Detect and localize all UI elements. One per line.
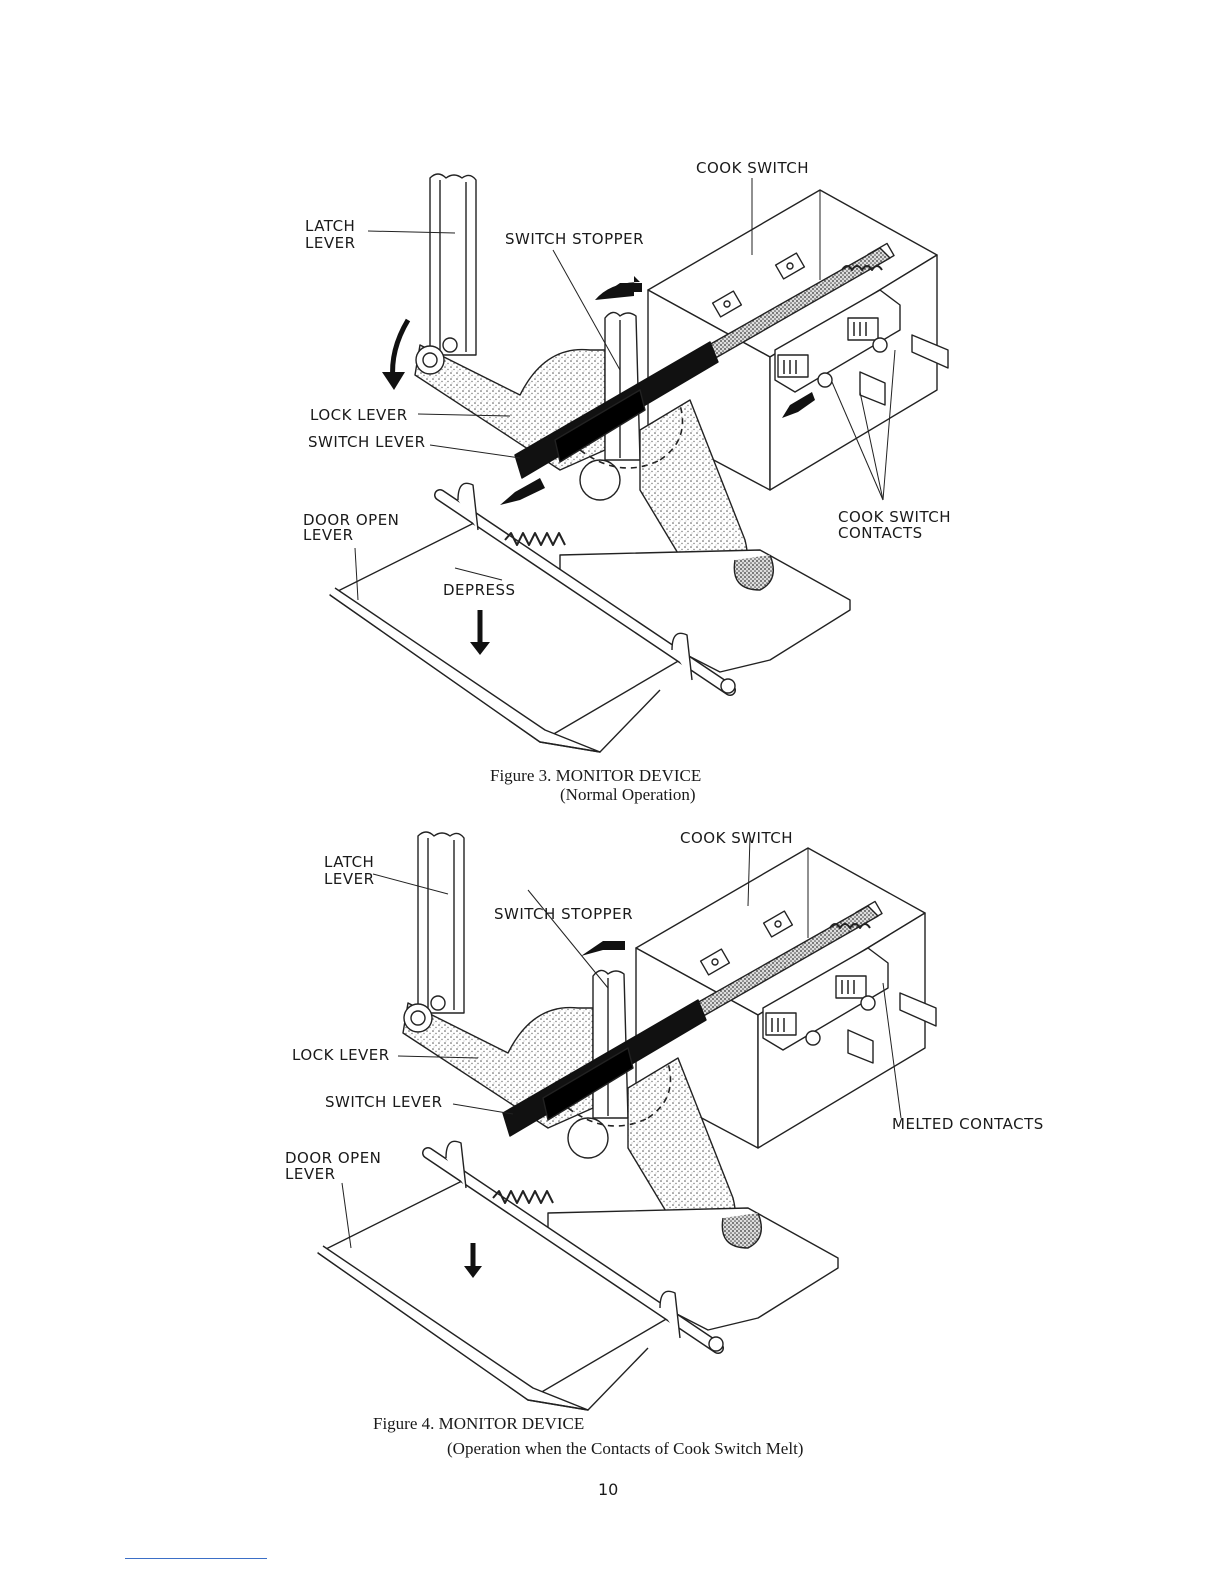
fig3-label-switch-stopper: SWITCH STOPPER: [505, 230, 645, 248]
fig3-label-cook-switch: COOK SWITCH: [696, 159, 810, 177]
fig3-label-cook-switch-contacts-line2: CONTACTS: [838, 524, 923, 542]
fig4-label-cook-switch: COOK SWITCH: [680, 829, 794, 847]
fig4-label-door-open-lever-line1: DOOR OPEN: [285, 1149, 382, 1167]
fig4-label-door-open-lever-line2: LEVER: [285, 1165, 336, 1183]
fig3-label-door-open-lever-line1: DOOR OPEN: [303, 511, 400, 529]
page-number: 10: [598, 1480, 619, 1499]
fig3-caption-title: Figure 3. MONITOR DEVICE: [490, 766, 702, 785]
fig4-label-melted-contacts: MELTED CONTACTS: [892, 1115, 1044, 1133]
fig4-label-switch-stopper: SWITCH STOPPER: [494, 905, 634, 923]
fig3-label-lock-lever: LOCK LEVER: [310, 406, 408, 424]
footer-rule: [125, 1558, 267, 1559]
figure3-drawing: [330, 174, 948, 752]
fig3-label-depress: DEPRESS: [443, 581, 516, 599]
fig4-label-lock-lever: LOCK LEVER: [292, 1046, 390, 1064]
fig4-caption-title: Figure 4. MONITOR DEVICE: [373, 1414, 585, 1433]
fig3-label-latch-lever-line1: LATCH: [305, 217, 356, 235]
figure4-drawing: [318, 832, 936, 1410]
fig4-label-latch-lever-line1: LATCH: [324, 853, 375, 871]
fig3-label-switch-lever: SWITCH LEVER: [308, 433, 426, 451]
fig3-label-latch-lever-line2: LEVER: [305, 234, 356, 252]
fig4-label-switch-lever: SWITCH LEVER: [325, 1093, 443, 1111]
fig4-caption-subtitle: (Operation when the Contacts of Cook Swi…: [447, 1439, 804, 1458]
fig3-label-cook-switch-contacts-line1: COOK SWITCH: [838, 508, 952, 526]
fig4-label-latch-lever-line2: LEVER: [324, 870, 375, 888]
fig3-caption-subtitle: (Normal Operation): [560, 785, 696, 804]
fig3-label-door-open-lever-line2: LEVER: [303, 526, 354, 544]
